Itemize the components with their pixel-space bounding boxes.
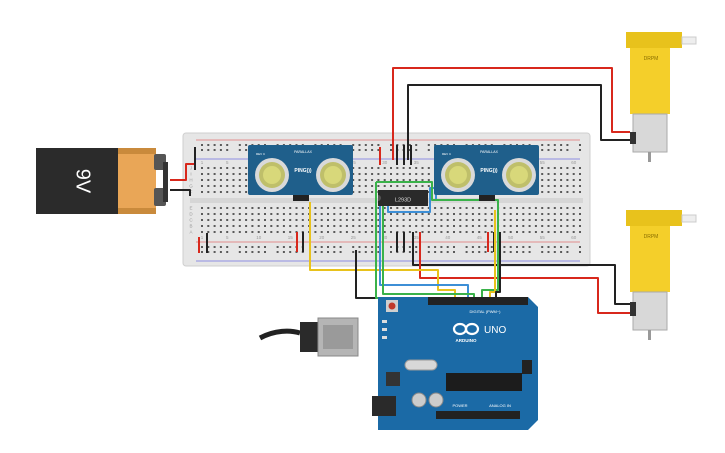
breadboard-row-letter: I [190, 172, 191, 177]
chip-label: L293D [395, 197, 411, 203]
breadboard-column-number: 1 [201, 160, 204, 165]
sensor-left-rev: REV C [256, 152, 266, 156]
breadboard-row-letter: B [189, 224, 192, 229]
breadboard-column-number: 35 [414, 235, 420, 240]
breadboard-column-number: 20 [319, 235, 325, 240]
breadboard-row-letter: G [189, 184, 193, 189]
wire-green-3 [376, 181, 499, 299]
motor-bottom-label: DRPM [644, 234, 659, 240]
breadboard-column-number: 60 [571, 160, 577, 165]
arduino-analog-label: ANALOG IN [489, 403, 511, 408]
breadboard-column-number: 45 [477, 235, 483, 240]
wires [170, 67, 632, 314]
arduino-uno: UNO ARDUINO DIGITAL (PWM~) POWER ANALOG … [258, 297, 538, 430]
breadboard-row-letter: D [189, 212, 193, 217]
ultrasonic-sensor-left: PARALLAX REV C PING))) [248, 145, 353, 201]
breadboard-column-number: 30 [382, 160, 388, 165]
breadboard-column-number: 40 [445, 235, 451, 240]
battery-9v: 9V [36, 148, 168, 214]
wire-blue-1 [379, 190, 469, 299]
motor-top-label: DRPM [644, 56, 659, 62]
wire-black-3 [495, 232, 501, 299]
breadboard-column-number: 5 [226, 160, 229, 165]
wire-motor2-red [419, 232, 632, 314]
wire-motor1-black [407, 84, 630, 160]
wire-sensor1-yellow [309, 202, 456, 298]
sensor-right-model: PING))) [480, 168, 498, 174]
sensor-right-rev: REV C [442, 152, 452, 156]
breadboard-column-number: 60 [571, 235, 577, 240]
breadboard-column-number: 55 [540, 235, 546, 240]
breadboard-row-letter: C [189, 218, 193, 223]
sensor-left-brand: PARALLAX [294, 150, 312, 154]
breadboard-column-number: 30 [382, 235, 388, 240]
arduino-model: UNO [484, 325, 506, 336]
breadboard-row-letter: F [190, 190, 193, 195]
wire-yellow-2 [489, 210, 496, 299]
breadboard-column-number: 55 [540, 160, 546, 165]
arduino-power-label: POWER [452, 403, 467, 408]
battery-label: 9V [72, 169, 94, 194]
breadboard-column-number: 10 [256, 235, 262, 240]
motor-driver-chip: L293D [378, 190, 428, 206]
breadboard-row-letter: H [189, 178, 192, 183]
breadboard-column-number: 15 [288, 235, 294, 240]
sensor-left-model: PING))) [294, 168, 312, 174]
breadboard-row-letter: J [190, 166, 192, 171]
sensor-right-brand: PARALLAX [480, 150, 498, 154]
arduino-digital-label: DIGITAL (PWM~) [470, 309, 502, 314]
breadboard-column-number: 1 [201, 235, 204, 240]
breadboard-column-number: 50 [508, 235, 514, 240]
wire-green-2 [382, 196, 475, 299]
arduino-logo [452, 322, 480, 336]
breadboard-column-number: 35 [414, 160, 420, 165]
usb-cable [258, 328, 301, 341]
breadboard-row-letter: A [189, 230, 192, 235]
breadboard-column-number: 5 [226, 235, 229, 240]
wire-battery-black [170, 189, 191, 196]
dc-motor-top: DRPM [626, 32, 697, 162]
breadboard-column-number: 25 [351, 235, 357, 240]
ultrasonic-sensor-right: PARALLAX REV C PING))) [434, 145, 539, 201]
dc-motor-bottom: DRPM [626, 210, 697, 340]
wire-motor2-black [412, 232, 632, 305]
wire-battery-red [170, 163, 195, 181]
breadboard-row-letter: E [189, 206, 192, 211]
wire-motor1-red [392, 67, 630, 160]
arduino-brand: ARDUINO [456, 338, 477, 343]
breadboard-column-number: 25 [351, 160, 357, 165]
